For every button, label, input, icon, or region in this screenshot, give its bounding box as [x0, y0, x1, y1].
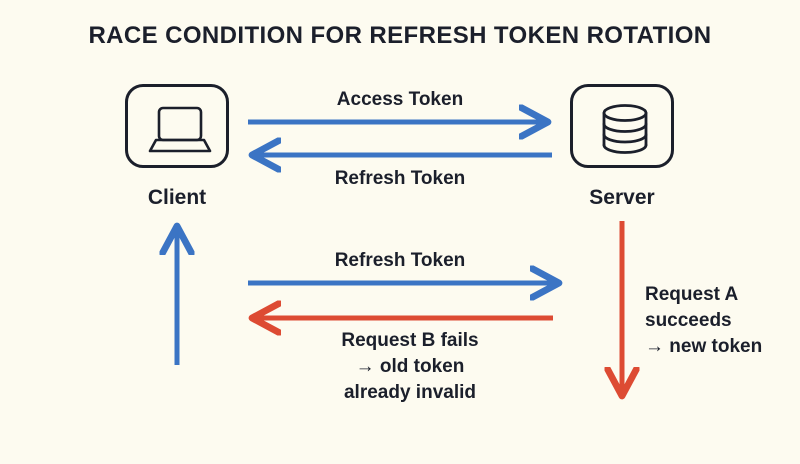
page-title: RACE CONDITION FOR REFRESH TOKEN ROTATIO…	[88, 22, 712, 49]
annotation-request-b: Request B fails → old token already inva…	[280, 328, 540, 406]
annotation-request-b-line3: already invalid	[343, 382, 476, 403]
annotation-request-b-line1: Request B fails	[341, 330, 479, 351]
node-server[interactable]	[570, 84, 674, 168]
node-client-label: Client	[147, 186, 207, 209]
flow-label-access-token: Access Token	[336, 89, 464, 110]
node-client[interactable]	[125, 84, 229, 168]
annotation-request-a-line2: succeeds	[645, 310, 732, 331]
annotation-request-b-line2: → old token	[355, 356, 465, 377]
laptop-icon	[148, 106, 212, 153]
flow-label-refresh-token-1: Refresh Token	[334, 168, 466, 189]
annotation-request-a-line3: → new token	[645, 336, 763, 357]
flow-label-refresh-token-2: Refresh Token	[334, 250, 466, 271]
database-icon	[602, 104, 648, 154]
node-server-label: Server	[589, 186, 655, 209]
annotation-request-a: Request A succeeds → new token	[645, 282, 800, 360]
annotation-request-a-line1: Request A	[645, 284, 739, 305]
